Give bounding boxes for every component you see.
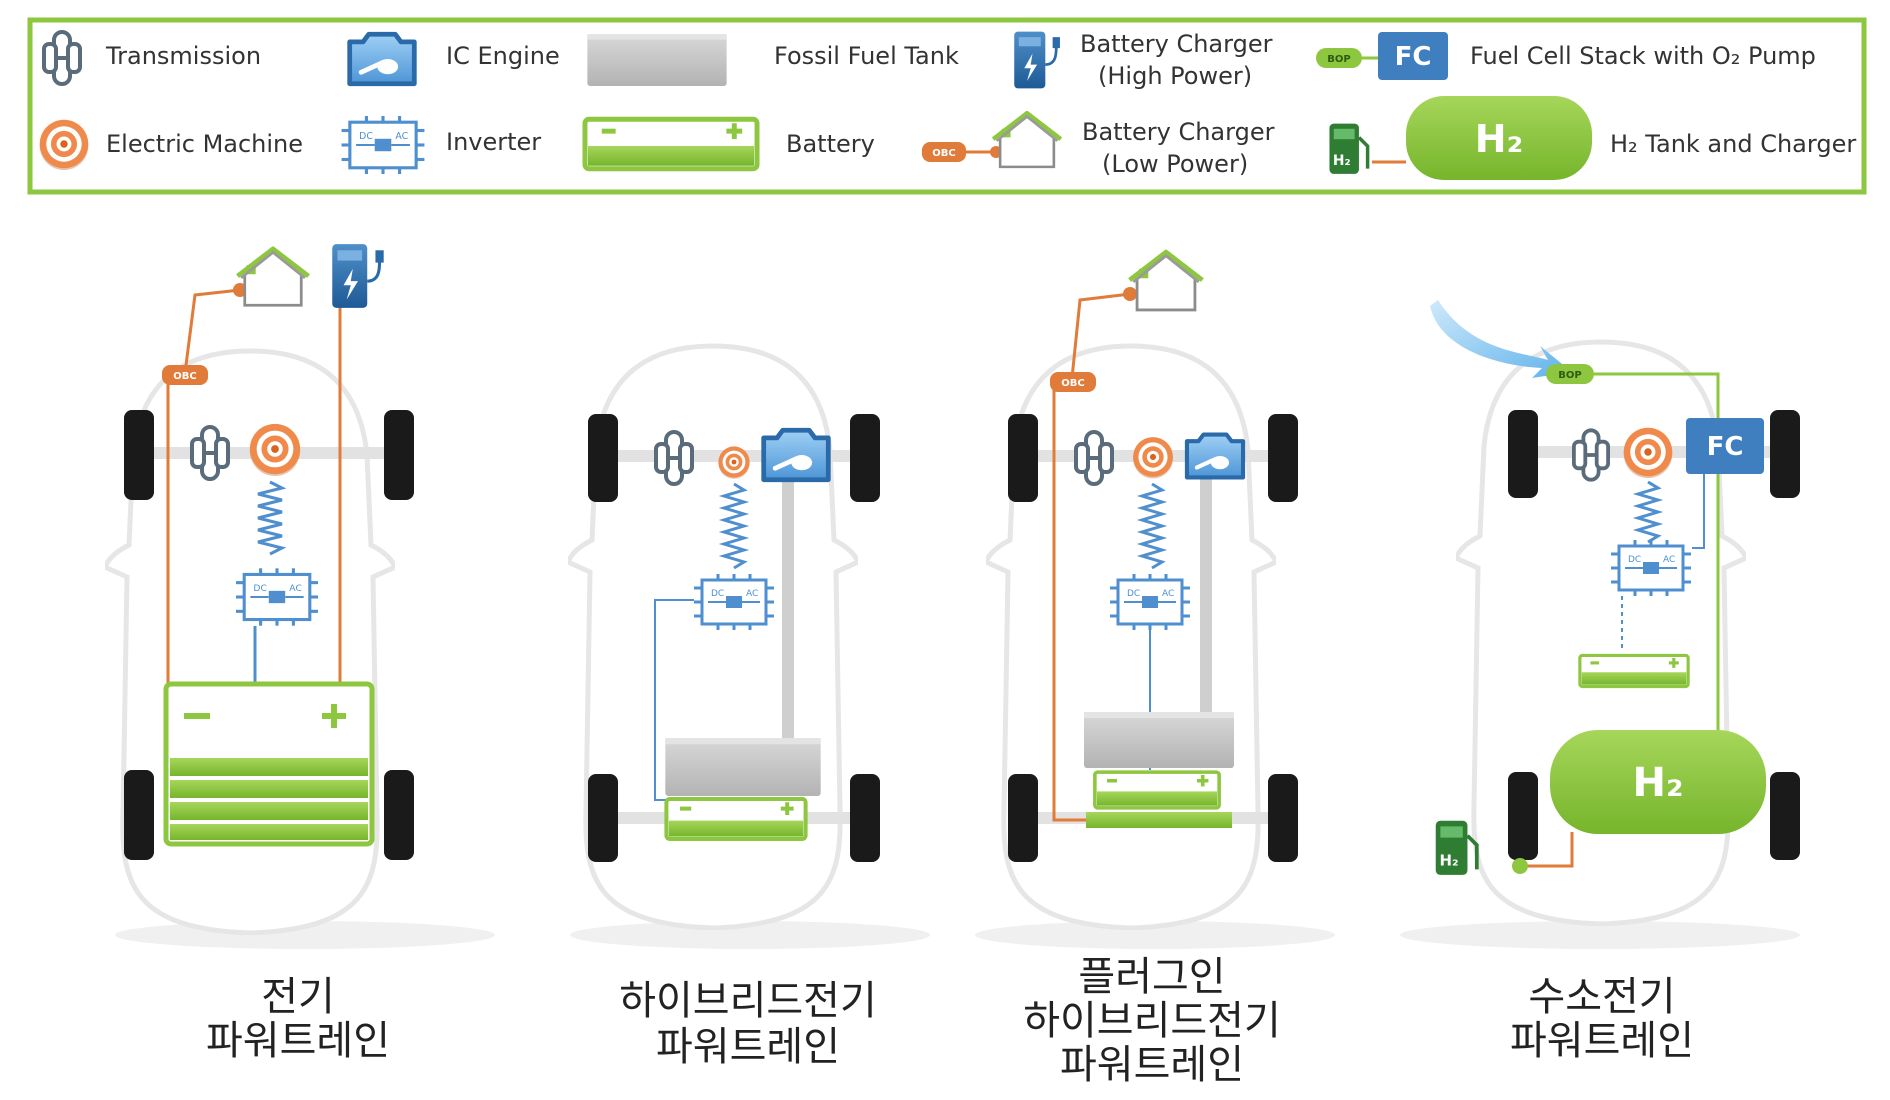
obc-badge [162,365,208,385]
obc-badge-label: OBC [1061,378,1084,389]
battery-icon [1095,772,1219,808]
h2-tank-label: H₂ [1633,760,1684,806]
fc-icon [1686,418,1764,474]
caption-fcev: 수소전기 파워트레인 [1510,974,1694,1064]
legend-ic-engine: IC Engine [446,42,560,70]
wheel [1770,410,1800,498]
h2-pump-icon [1433,818,1479,877]
caption-hev-line2: 파워트레인 [656,1024,840,1070]
wheel [588,414,618,502]
inverter-icon [1110,574,1190,630]
bop-badge-label: BOP [1558,370,1581,381]
legend-transmission: Transmission [105,42,261,70]
wheel [1008,414,1038,502]
legend-charger-low-line1: Battery Charger [1082,118,1275,146]
legend-electric-machine: Electric Machine [106,130,303,158]
bop-badge [1316,48,1362,68]
fossil-fuel-tank-icon [1084,712,1234,768]
wheel [384,770,414,860]
caption-phev-line2: 하이브리드전기 [1023,998,1281,1044]
high-power-charger-icon [330,242,386,310]
o2-label: O₂ [1456,298,1479,319]
caption-hev-line1: 하이브리드전기 [619,978,877,1024]
fcev-powertrain: O₂ BOP FC H₂ [1400,298,1800,949]
inverter-icon [694,574,774,630]
wheel [850,774,880,862]
inverter-icon [1610,540,1692,596]
fc-icon-label: FC [1395,42,1432,72]
battery-icon [1578,653,1690,689]
electric-machine-icon [249,423,301,477]
caption-fcev-line2: 파워트레인 [1510,1018,1694,1064]
battery-icon [585,119,757,168]
fc-icon [1378,32,1448,80]
electric-machine-icon [39,119,89,171]
wheel [588,774,618,862]
ic-engine-icon [350,34,415,83]
wheel [1268,414,1298,502]
wheel [1268,774,1298,862]
obc-badge-label: OBC [932,148,955,159]
wheel [1508,410,1538,498]
low-power-charger-icon [1130,252,1203,310]
bop-badge [1546,364,1594,384]
legend-fossil-fuel-tank: Fossil Fuel Tank [774,42,959,70]
caption-phev: 플러그인 하이브리드전기 파워트레인 [1023,954,1281,1088]
h2-tank-icon-label: H₂ [1475,117,1523,161]
ic-engine-icon [764,430,829,479]
fc-icon-label: FC [1707,432,1744,462]
wheel [124,770,154,860]
obc-badge [922,142,966,162]
hev-powertrain [568,346,930,949]
wheel [384,410,414,500]
legend-charger-high-line1: Battery Charger [1080,30,1273,58]
phev-powertrain: OBC [975,252,1335,949]
wheel [1008,774,1038,862]
wheel [1508,772,1538,860]
legend-inverter: Inverter [446,128,541,156]
legend-charger-low-line2: (Low Power) [1102,150,1248,178]
h2-tank [1550,730,1766,834]
legend-battery: Battery [786,130,875,158]
electric-machine-icon [1623,427,1673,479]
obc-badge-label: OBC [173,371,196,382]
legend-fuel-cell-stack: Fuel Cell Stack with O₂ Pump [1470,42,1816,70]
legend-charger-high-line2: (High Power) [1098,62,1252,90]
caption-fcev-line1: 수소전기 [1528,974,1675,1020]
obc-badge [1050,372,1096,392]
wheel [1770,772,1800,860]
caption-ev: 전기 파워트레인 [206,974,390,1064]
electric-machine-icon [718,446,750,479]
ic-engine-icon [1187,435,1243,478]
fossil-fuel-tank-icon [587,34,727,86]
h2-tank-icon [1406,96,1592,180]
caption-hev: 하이브리드전기 파워트레인 [619,978,877,1070]
wheel [124,410,154,500]
inverter-icon [236,568,318,626]
wheel [850,414,880,502]
bop-badge-label: BOP [1327,54,1350,65]
caption-ev-line2: 파워트레인 [206,1018,390,1064]
o2-inflow-arrow [1430,300,1572,378]
caption-phev-line3: 파워트레인 [1060,1042,1244,1088]
caption-phev-line1: 플러그인 [1078,954,1225,1000]
inverter-icon [340,116,426,174]
low-power-charger-icon [237,249,308,305]
caption-ev-line1: 전기 [261,974,335,1020]
electric-machine-icon [1133,437,1173,479]
ev-powertrain: OBC [105,242,495,949]
fossil-fuel-tank-icon [665,738,821,796]
battery-icon [666,799,805,839]
legend-h2-tank: H₂ Tank and Charger [1610,130,1856,158]
